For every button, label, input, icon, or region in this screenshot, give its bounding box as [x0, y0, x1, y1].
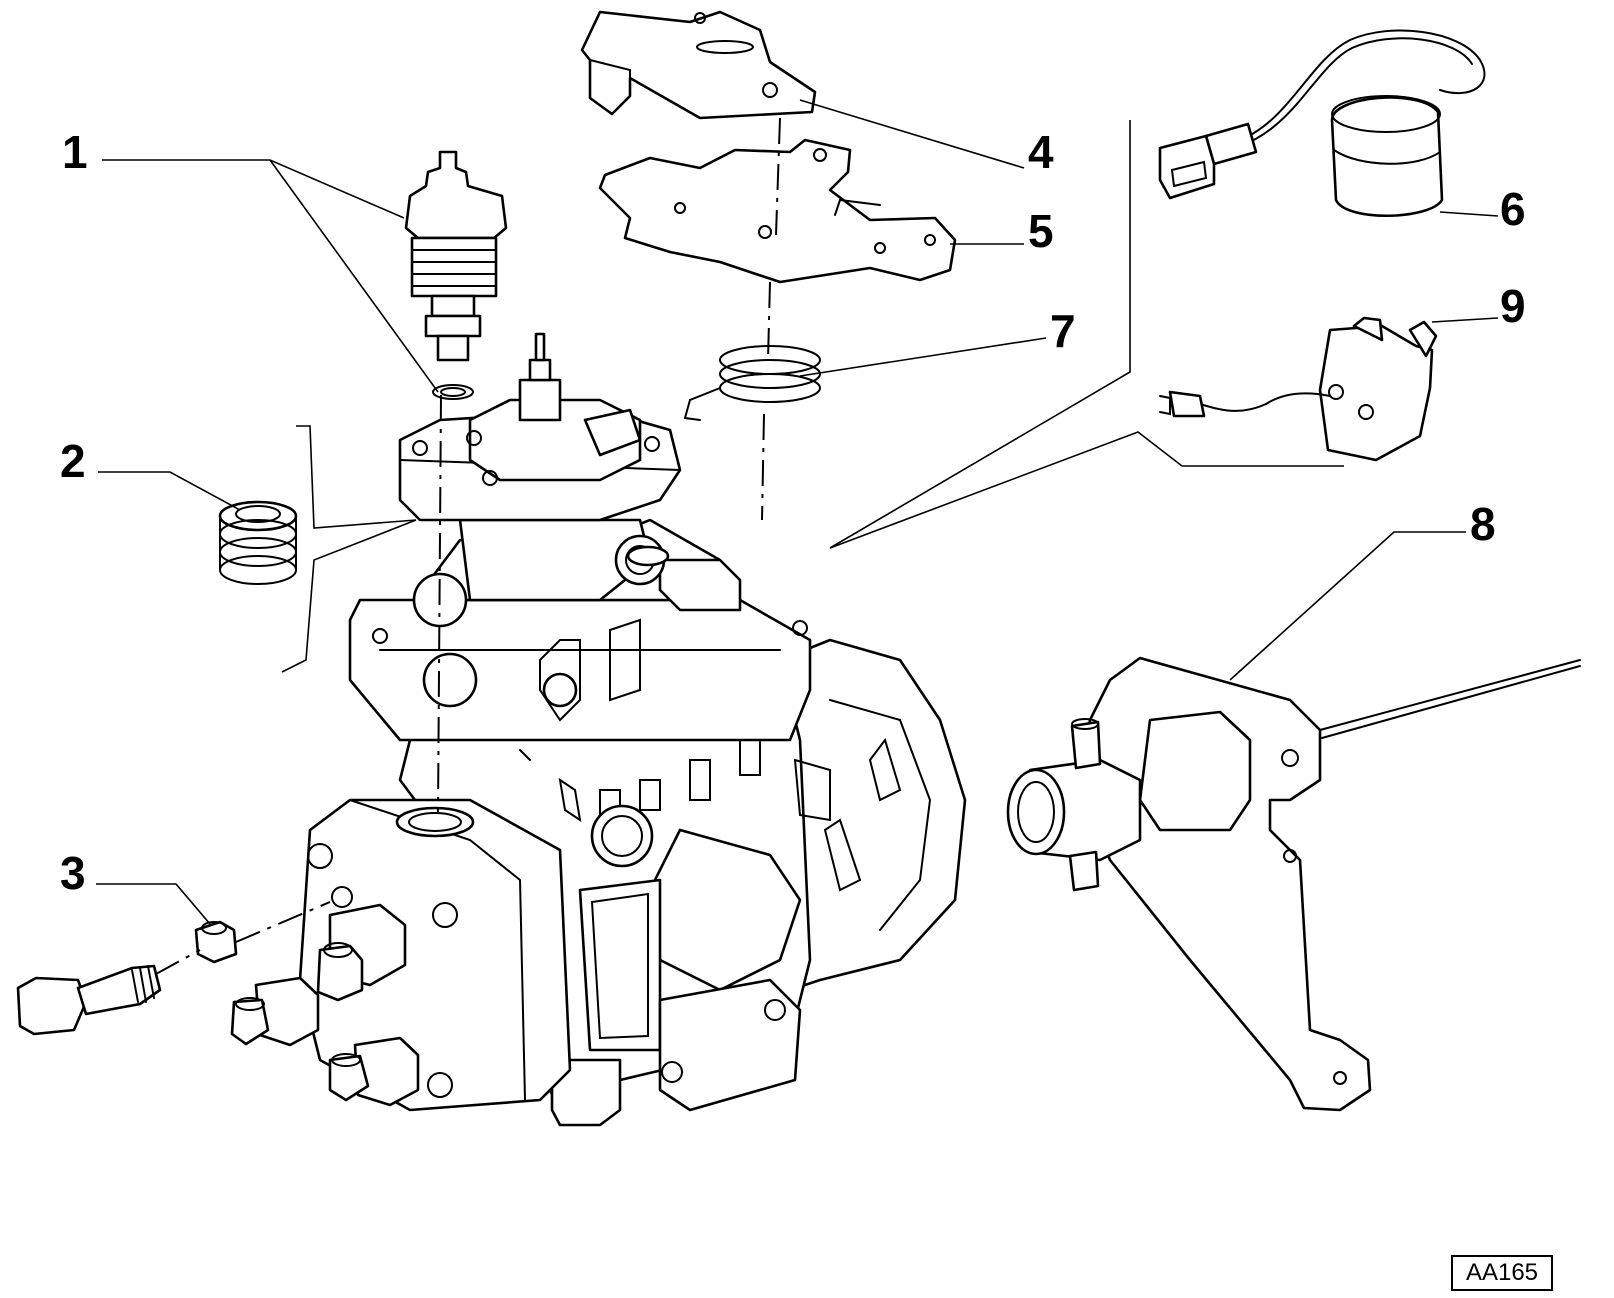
- callout-2: 2: [60, 435, 86, 487]
- callout-4: 4: [1028, 126, 1054, 178]
- part-4-bracket-plate: [580, 10, 817, 120]
- callout-3: 3: [60, 847, 86, 899]
- injection-pump-body: [230, 332, 967, 1127]
- callout-7: 7: [1050, 305, 1076, 357]
- part-1-solenoid-valve: [404, 150, 508, 400]
- callout-6: 6: [1500, 183, 1526, 235]
- part-2-coil-spring: [218, 500, 298, 585]
- leader-lines: [96, 99, 1499, 925]
- callout-5: 5: [1028, 205, 1054, 257]
- part-3-bolt-and-plug: [16, 920, 238, 1036]
- callout-labels: 1 2 3 4 5 6 7 8 9: [60, 126, 1526, 899]
- assembly-axis-lines: [155, 117, 781, 975]
- part-7-torsion-spring: [683, 345, 821, 421]
- callout-8: 8: [1470, 498, 1496, 550]
- part-9-switch-with-wire: [1159, 316, 1438, 462]
- callout-9: 9: [1500, 280, 1526, 332]
- part-8-bracket-with-actuator: [1006, 656, 1581, 1112]
- delivery-valve-holder-1: [316, 903, 407, 1002]
- part-6-sensor-with-connector: [1158, 29, 1486, 218]
- delivery-valve-holder-2: [230, 976, 320, 1047]
- callout-1: 1: [62, 126, 88, 178]
- delivery-valve-holder-3: [328, 1036, 420, 1107]
- reference-code-label: AA165: [1451, 1255, 1553, 1291]
